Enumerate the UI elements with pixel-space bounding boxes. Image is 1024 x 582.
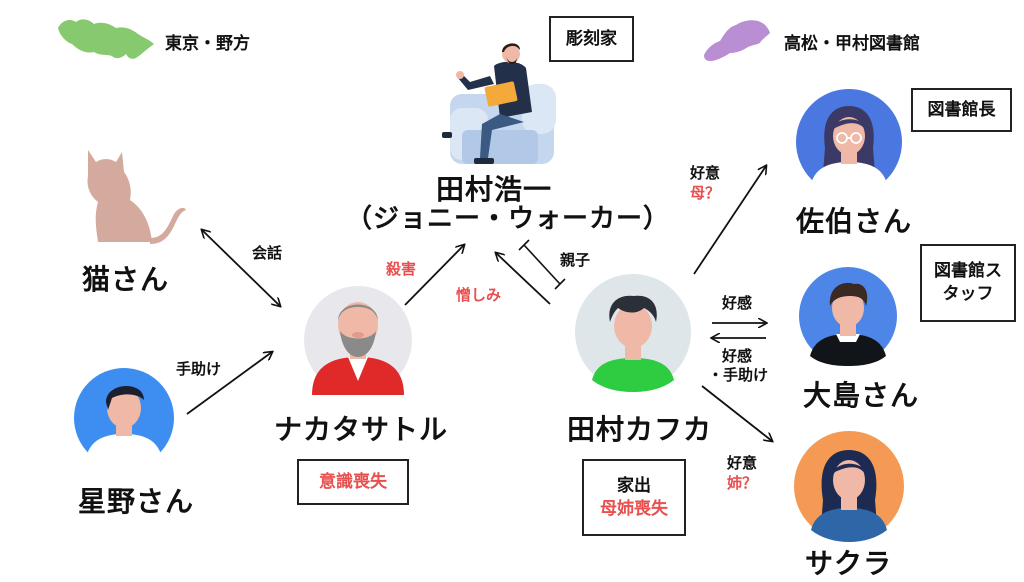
label-kafka-koichi-parent: 親子	[560, 251, 591, 269]
label-kafka-oshima-out: 好感	[722, 294, 753, 312]
cat-name: 猫さん	[82, 263, 170, 296]
oshima-tag: 図書館ス タッフ	[920, 244, 1016, 322]
parent-child-line	[523, 244, 561, 285]
tokyo-map-icon	[58, 19, 154, 59]
arrow-nakata-koichi	[404, 245, 464, 306]
koichi-name: 田村浩一	[436, 173, 553, 206]
label-kafka-sakura-2: 姉？	[727, 474, 758, 492]
nakata-name: ナカタサトル	[274, 413, 449, 446]
takamatsu-map-icon	[704, 20, 770, 61]
kafka-tag-line1: 家出	[617, 475, 651, 496]
saeki-tag: 図書館長	[911, 88, 1012, 132]
arrow-kafka-sakura	[701, 385, 772, 441]
hoshino-name: 星野さん	[78, 485, 195, 518]
label-kafka-saeki-1: 好意	[690, 164, 721, 182]
cat-silhouette	[87, 150, 186, 244]
kafka-tag: 家出 母姉喪失	[582, 459, 686, 536]
sakura-avatar	[794, 431, 904, 542]
arrow-kafka-koichi-hate	[496, 253, 551, 305]
saeki-avatar	[796, 89, 902, 196]
oshima-tag-line1: 図書館ス	[934, 261, 1002, 282]
label-kafka-saeki-2: 母？	[690, 184, 721, 202]
arrow-cat-nakata	[202, 230, 280, 306]
hoshino-avatar	[74, 368, 174, 470]
legend-takamatsu-label: 高松・甲村図書館	[784, 34, 920, 54]
kafka-name: 田村カフカ	[567, 413, 713, 446]
kafka-tag-line2: 母姉喪失	[600, 498, 668, 519]
saeki-name: 佐伯さん	[796, 205, 913, 238]
label-cat-nakata: 会話	[252, 244, 283, 262]
kafka-avatar	[575, 274, 691, 392]
arrow-hoshino-nakata	[186, 352, 272, 415]
koichi-alias: （ジョニー・ウォーカー）	[346, 204, 671, 234]
label-kafka-sakura-1: 好意	[727, 454, 758, 472]
koichi-tag: 彫刻家	[549, 16, 634, 62]
legend-tokyo-label: 東京・野方	[165, 34, 250, 54]
label-nakata-koichi: 殺害	[386, 260, 417, 278]
nakata-avatar	[304, 286, 412, 395]
label-kafka-oshima-in-1: 好感	[722, 347, 753, 365]
label-kafka-koichi-hate: 憎しみ	[456, 286, 502, 304]
sakura-name: サクラ	[805, 547, 893, 580]
label-kafka-oshima-in-2: ・手助け	[708, 366, 769, 384]
arrow-kafka-saeki	[693, 166, 766, 275]
oshima-name: 大島さん	[803, 379, 920, 412]
oshima-avatar	[799, 267, 897, 366]
oshima-tag-line2: タッフ	[942, 284, 994, 304]
sculptor-armchair-illustration	[442, 43, 556, 164]
label-hoshino-nakata: 手助け	[176, 360, 222, 378]
nakata-tag: 意識喪失	[297, 459, 409, 505]
